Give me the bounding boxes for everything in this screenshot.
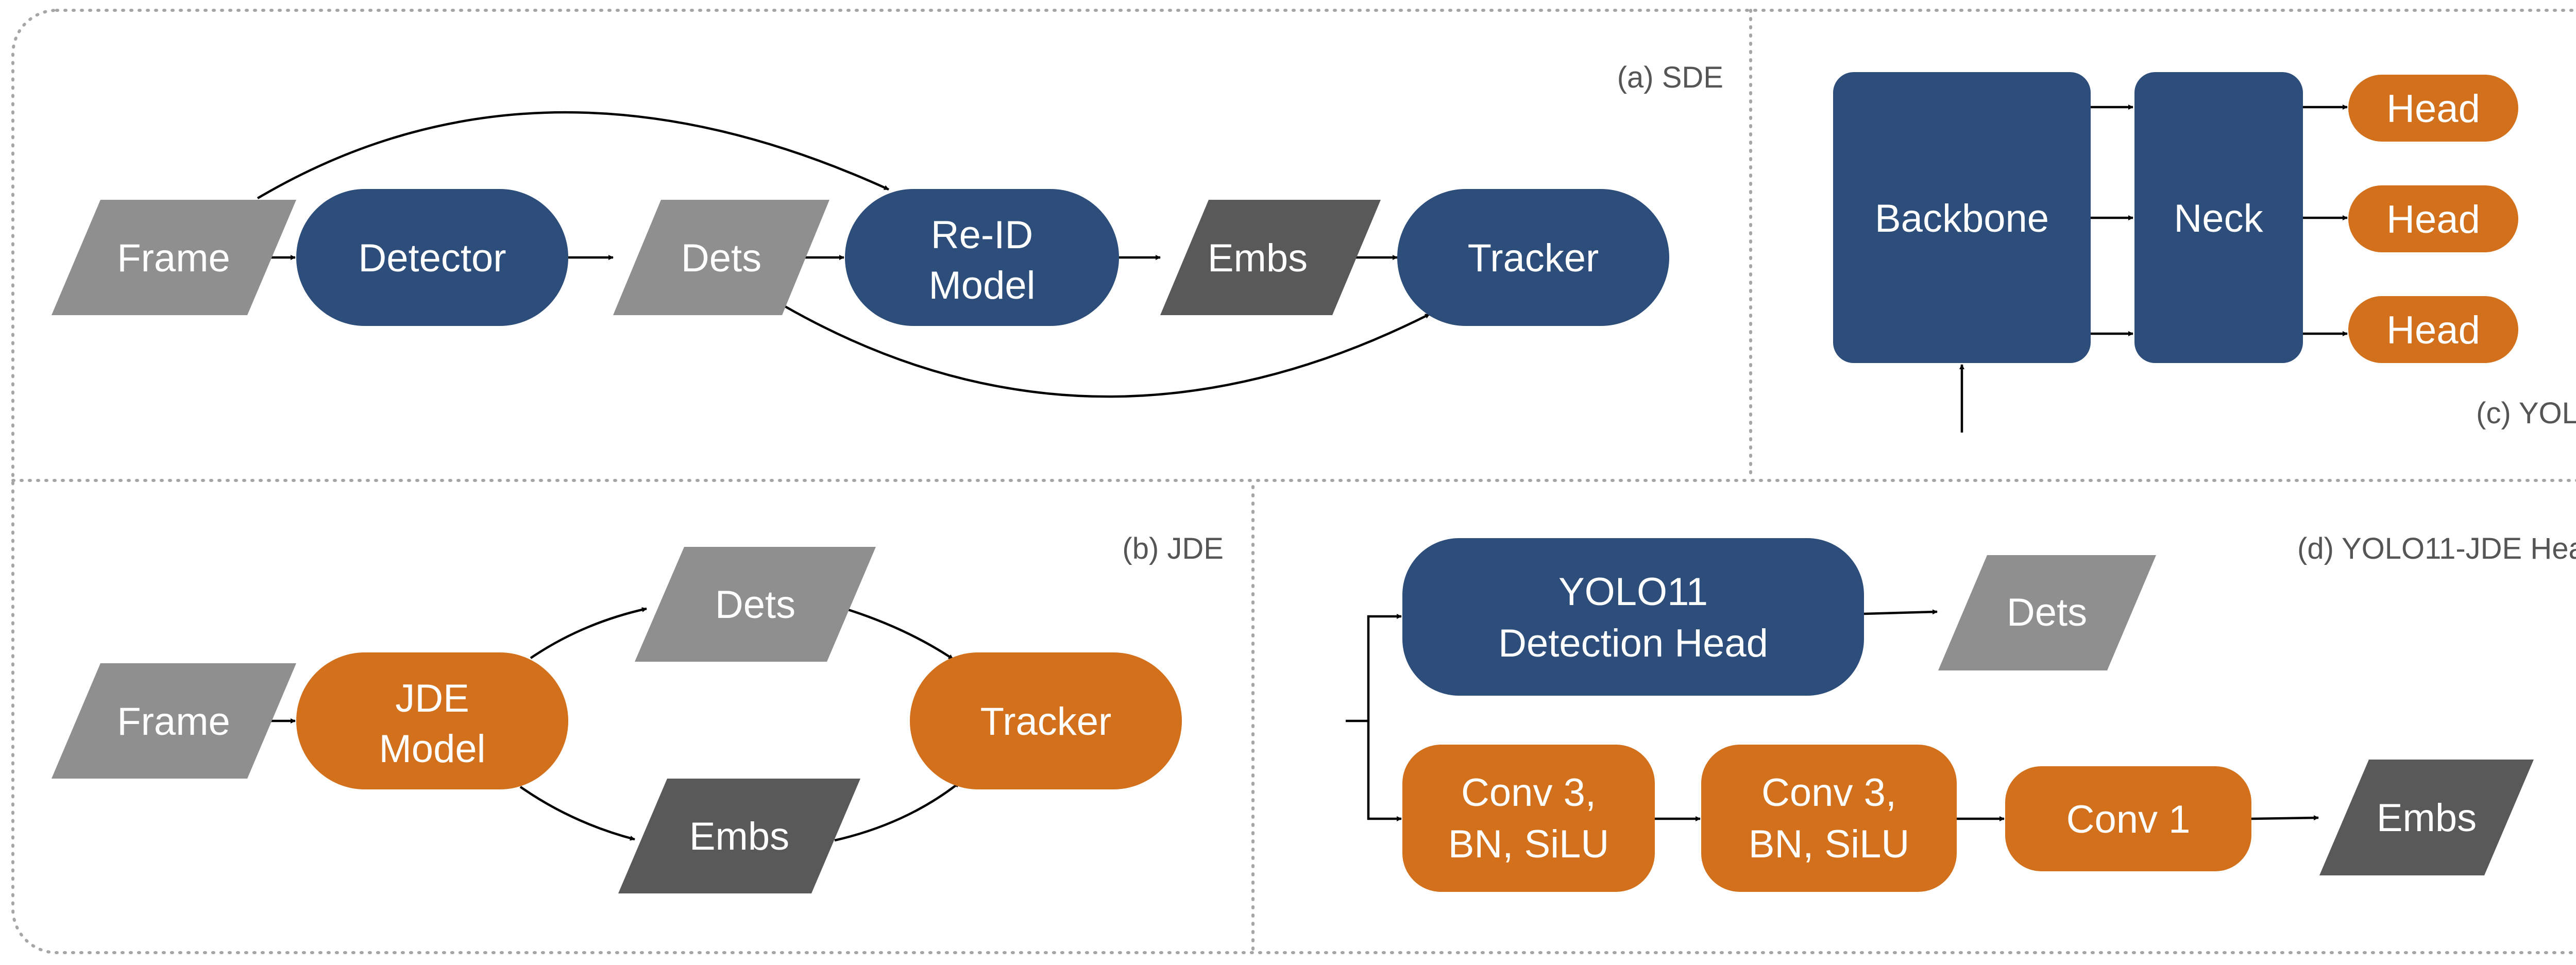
jde-tracker-label: Tracker — [980, 700, 1112, 744]
sde-detector-node — [296, 189, 568, 326]
jde-frame-node — [52, 663, 296, 779]
sde-embs-node — [1160, 200, 1381, 315]
conv-a-label-line2: BN, SiLU — [1448, 822, 1609, 866]
sde-tracker-label: Tracker — [1468, 236, 1599, 280]
sde-embs-label: Embs — [1208, 236, 1308, 280]
panel-label-yolo: (c) YOLO — [2476, 397, 2576, 430]
conv-a-label-line1: Conv 3, — [1461, 771, 1596, 815]
conv1-node — [2005, 766, 2251, 871]
jde-model-label-line2: Model — [379, 727, 486, 771]
panel-label-jde: (b) JDE — [1122, 532, 1224, 565]
sde-tracker-node — [1397, 189, 1669, 326]
jde-dets-node — [635, 547, 876, 662]
yolo-head-label-1: Head — [2386, 87, 2480, 131]
sde-dets-node — [613, 200, 829, 315]
edge-jde-model-dets — [530, 607, 647, 659]
yolo-neck-node — [2134, 72, 2303, 363]
yolo-head-label-3: Head — [2386, 308, 2480, 352]
jde-embs-node — [618, 779, 860, 893]
conv-b-label-line2: BN, SiLU — [1749, 822, 1910, 866]
sde-reid-label-line2: Model — [929, 264, 1036, 307]
conv-b-label-line1: Conv 3, — [1761, 771, 1896, 815]
sde-frame-node — [52, 200, 296, 315]
sde-detector-label: Detector — [358, 236, 506, 280]
sde-reid-label-line1: Re-ID — [931, 213, 1033, 257]
edge-detection-dets — [1863, 609, 1938, 615]
edge-jde-dets-tracker — [844, 607, 954, 660]
sde-frame-label: Frame — [117, 236, 230, 280]
head-embs-node — [2319, 760, 2534, 875]
panel-label-yolo11-jde-head: (d) YOLO11-JDE Head — [2297, 532, 2576, 565]
panel-yolo: (c) YOLO Backbone Neck Head Head Head — [1833, 72, 2576, 433]
edge-jde-embs-tracker — [834, 782, 960, 842]
head-embs-label: Embs — [2377, 796, 2477, 840]
sde-dets-label: Dets — [681, 236, 761, 280]
panel-label-sde: (a) SDE — [1617, 61, 1723, 94]
detection-head-node — [1402, 538, 1864, 696]
jde-model-label-line1: JDE — [395, 677, 469, 720]
jde-dets-label: Dets — [715, 583, 795, 627]
head-dets-node — [1938, 555, 2156, 670]
yolo-head-node-3 — [2348, 296, 2518, 363]
conv-b-node — [1701, 745, 1957, 892]
conv1-label: Conv 1 — [2066, 798, 2191, 841]
yolo-backbone-node — [1833, 72, 2091, 363]
jde-frame-label: Frame — [117, 700, 230, 744]
sde-reid-node — [845, 189, 1119, 326]
yolo-neck-label: Neck — [2174, 197, 2263, 240]
detection-head-label-line2: Detection Head — [1498, 622, 1768, 665]
edge-dets-tracker-curve — [779, 303, 1431, 398]
yolo-head-node-2 — [2348, 185, 2518, 252]
yolo-head-node-1 — [2348, 75, 2518, 142]
yolo-head-label-2: Head — [2386, 198, 2480, 242]
edge-conv1-embs — [2251, 815, 2319, 821]
edge-jde-model-embs — [519, 786, 635, 841]
yolo-backbone-label: Backbone — [1875, 197, 2049, 240]
detection-head-label-line1: YOLO11 — [1558, 570, 1708, 614]
jde-tracker-node — [910, 652, 1182, 789]
panel-yolo11-jde-head: (d) YOLO11-JDE Head YOLO11 Detection Hea… — [1346, 532, 2576, 892]
conv-a-node — [1402, 745, 1655, 892]
head-dets-label: Dets — [2007, 591, 2087, 634]
jde-model-node — [296, 652, 568, 789]
panel-jde: (b) JDE Frame JDE Model Dets Embs Tracke… — [52, 532, 1224, 893]
panel-sde: (a) SDE Frame Detector Dets Re-ID Model … — [52, 61, 1723, 398]
jde-embs-label: Embs — [689, 815, 789, 858]
edge-frame-reid-curve — [257, 111, 889, 199]
